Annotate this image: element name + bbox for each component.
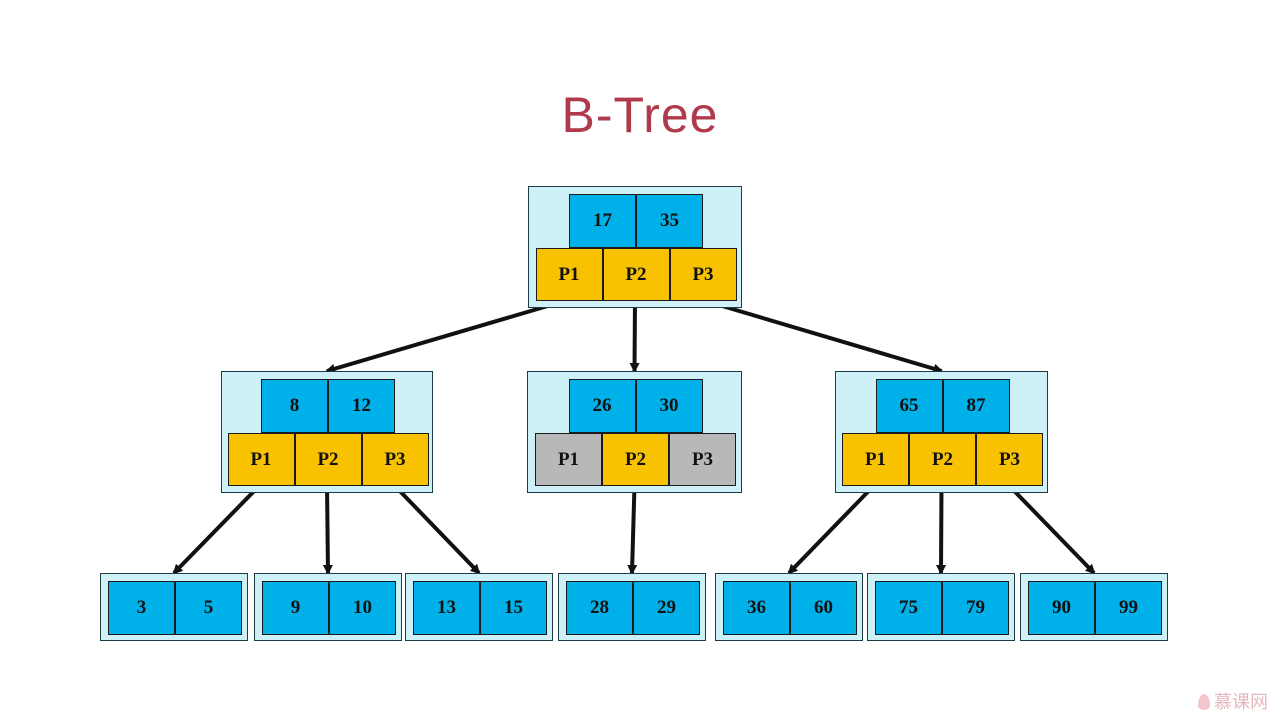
key-cell: 36 [723, 581, 790, 635]
edge-arrow [787, 483, 876, 575]
key-cell: 87 [942, 379, 1010, 433]
edge-arrow [936, 484, 947, 575]
edge-arrow [627, 484, 638, 575]
key-cell: 10 [329, 581, 396, 635]
edge-arrow [172, 483, 262, 575]
key-cell: 3 [108, 581, 175, 635]
pointer-cell: P2 [602, 433, 669, 486]
key-cell: 9 [262, 581, 329, 635]
key-cell: 90 [1028, 581, 1095, 635]
key-cell: 5 [175, 581, 242, 635]
flame-logo-icon [1198, 694, 1210, 710]
edge-arrow [629, 299, 640, 373]
pointer-cell: P3 [976, 433, 1043, 486]
key-cell: 60 [790, 581, 857, 635]
key-cell: 99 [1095, 581, 1162, 635]
edge-arrow [322, 484, 333, 575]
pointer-cell: P2 [909, 433, 976, 486]
pointer-cell: P2 [602, 248, 670, 301]
edge-arrow [1007, 483, 1096, 575]
watermark-text: 慕课网 [1214, 692, 1268, 713]
key-cell: 13 [413, 581, 480, 635]
edge-arrow [325, 298, 569, 374]
pointer-cell: P1 [227, 433, 295, 486]
pointer-cell: P3 [361, 433, 429, 486]
key-cell: 17 [569, 194, 636, 248]
diagram-title: B-Tree [561, 87, 719, 143]
key-cell: 65 [875, 379, 943, 433]
key-cell: 79 [942, 581, 1009, 635]
key-cell: 35 [636, 194, 703, 248]
key-cell: 30 [635, 379, 703, 433]
pointer-cell: P1 [535, 248, 603, 301]
pointer-cell: P3 [669, 433, 736, 486]
pointer-cell: P3 [669, 248, 737, 301]
key-cell: 12 [328, 379, 395, 433]
watermark: 慕课网 [1198, 688, 1268, 714]
key-cell: 29 [633, 581, 700, 635]
key-cell: 28 [566, 581, 633, 635]
key-cell: 15 [480, 581, 547, 635]
edge-arrow [392, 483, 481, 575]
pointer-cell: P2 [294, 433, 362, 486]
key-cell: 26 [568, 379, 636, 433]
pointer-cell: P1 [842, 433, 909, 486]
pointer-cell: P1 [535, 433, 602, 486]
key-cell: 75 [875, 581, 942, 635]
edge-arrow [701, 298, 944, 374]
key-cell: 8 [261, 379, 328, 433]
